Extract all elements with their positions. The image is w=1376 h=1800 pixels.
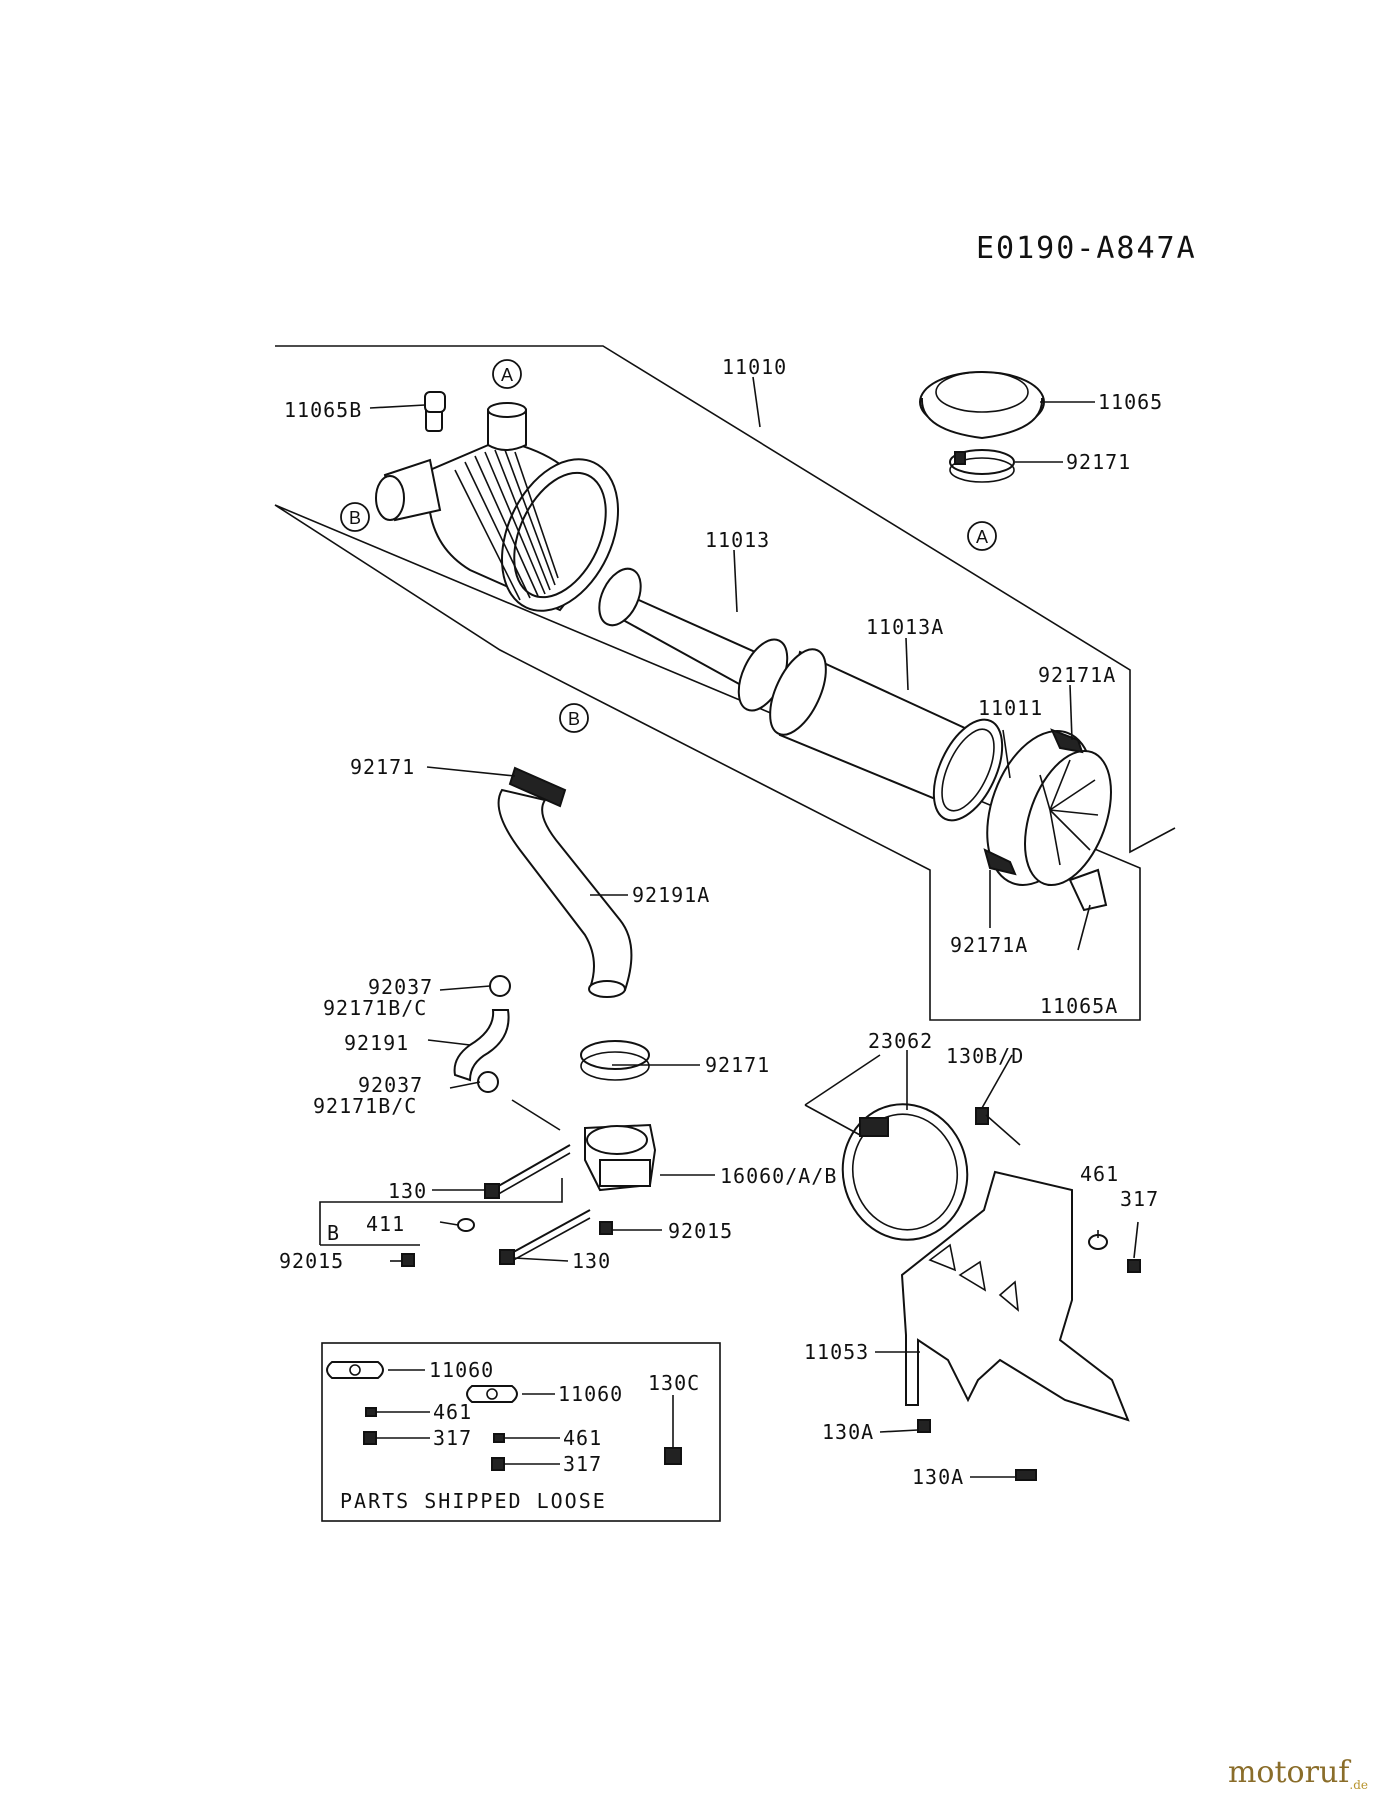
label-92015-right: 92015: [668, 1219, 733, 1243]
strap-23062: [841, 1103, 969, 1241]
clamp-92171-lower: [580, 1040, 650, 1081]
bolt-130a-b: [1015, 1469, 1037, 1481]
clamp-92037-b: [477, 1071, 499, 1093]
label-411: 411: [366, 1212, 405, 1236]
label-11013: 11013: [705, 528, 770, 552]
label-23062: 23062: [868, 1029, 933, 1053]
label-92015-left: 92015: [279, 1249, 344, 1273]
filter-element-11013: [598, 567, 789, 712]
clamp-92037-a: [489, 975, 511, 997]
plug-11065b: [424, 391, 446, 413]
label-11010: 11010: [722, 355, 787, 379]
label-92191: 92191: [344, 1031, 409, 1055]
leader-lines: [319, 376, 1139, 1478]
label-92191a: 92191A: [632, 883, 710, 907]
label-92171-clamp: 92171: [705, 1053, 770, 1077]
clip-92171a-top: [1050, 728, 1084, 754]
callout-b-bracket: B: [327, 1221, 340, 1245]
gasket-11060-b: [466, 1385, 518, 1403]
svg-text:B: B: [349, 508, 361, 528]
hose-92191a: [497, 788, 633, 998]
label-317-a: 317: [433, 1426, 472, 1450]
label-130c: 130C: [648, 1371, 700, 1395]
bolt-130c: [664, 1447, 682, 1465]
label-130bd: 130B/D: [946, 1044, 1024, 1068]
loose-parts-caption: PARTS SHIPPED LOOSE: [340, 1489, 607, 1513]
label-92171a-top: 92171A: [1038, 663, 1116, 687]
label-461-a: 461: [433, 1400, 472, 1424]
label-92037-b: 92037: [358, 1073, 423, 1097]
washer-461-a: [365, 1407, 377, 1417]
nut-317-a: [363, 1431, 377, 1445]
nut-92015-right: [599, 1221, 613, 1235]
bracket-11053: [900, 1170, 1130, 1422]
nut-317-b: [491, 1457, 505, 1471]
cap-11065: [919, 371, 1045, 440]
svg-text:A: A: [501, 365, 513, 385]
clip-92171a-bottom: [983, 848, 1017, 876]
callout-b-left: B: [340, 502, 370, 532]
label-11065a: 11065A: [1040, 994, 1118, 1018]
label-130-a: 130: [388, 1179, 427, 1203]
label-92171bc-b: 92171B/C: [313, 1094, 417, 1118]
svg-text:A: A: [976, 527, 988, 547]
watermark-suffix: .de: [1349, 1778, 1368, 1792]
assembly-boundary: [274, 345, 1176, 1021]
label-11060-a: 11060: [429, 1358, 494, 1382]
label-130-b: 130: [572, 1249, 611, 1273]
label-11011: 11011: [978, 696, 1043, 720]
label-92171a-bottom: 92171A: [950, 933, 1028, 957]
bolt-130-lower: [499, 1209, 591, 1265]
end-cover-11011: [986, 730, 1112, 912]
washer-411: [457, 1218, 475, 1232]
washer-461-b: [493, 1433, 505, 1443]
gasket-11060-a: [326, 1361, 384, 1379]
diagram-code: E0190-A847A: [976, 231, 1197, 266]
callout-a-top: A: [492, 359, 522, 389]
clamp-92171-cap: [949, 449, 1015, 483]
bolt-130-upper: [484, 1144, 571, 1199]
label-11060-b: 11060: [558, 1382, 623, 1406]
label-16060: 16060/A/B: [720, 1164, 837, 1188]
label-461-right: 461: [1080, 1162, 1119, 1186]
callout-a-right: A: [967, 521, 997, 551]
label-130a-b: 130A: [912, 1465, 964, 1489]
label-92171-cap: 92171: [1066, 450, 1131, 474]
label-317-right: 317: [1120, 1187, 1159, 1211]
label-11065: 11065: [1098, 390, 1163, 414]
hose-92191: [453, 1009, 510, 1082]
watermark-brand: motoruf: [1227, 1755, 1350, 1790]
label-11053: 11053: [804, 1340, 869, 1364]
filter-element-11013a: [769, 648, 1004, 822]
nut-317-right: [1127, 1259, 1141, 1273]
label-130a-a: 130A: [822, 1420, 874, 1444]
label-317-b: 317: [563, 1452, 602, 1476]
label-92171-hose: 92171: [350, 755, 415, 779]
label-11013a: 11013A: [866, 615, 944, 639]
bolt-130a-a: [917, 1419, 931, 1433]
label-461-b: 461: [563, 1426, 602, 1450]
adapter-16060: [584, 1123, 657, 1192]
nut-92015-left: [401, 1253, 415, 1267]
air-cleaner-housing: [375, 402, 620, 612]
svg-text:B: B: [568, 709, 580, 729]
label-11065b: 11065B: [284, 398, 362, 422]
label-92037-a: 92037: [368, 975, 433, 999]
loose-parts-box: 11060 461 317 11060 461 317 130C PARTS S…: [321, 1342, 721, 1522]
clamp-92171-hose: [508, 766, 567, 808]
callout-b-hose: B: [559, 703, 589, 733]
label-92171bc-a: 92171B/C: [323, 996, 427, 1020]
watermark-logo: motoruf.de: [1228, 1755, 1368, 1792]
